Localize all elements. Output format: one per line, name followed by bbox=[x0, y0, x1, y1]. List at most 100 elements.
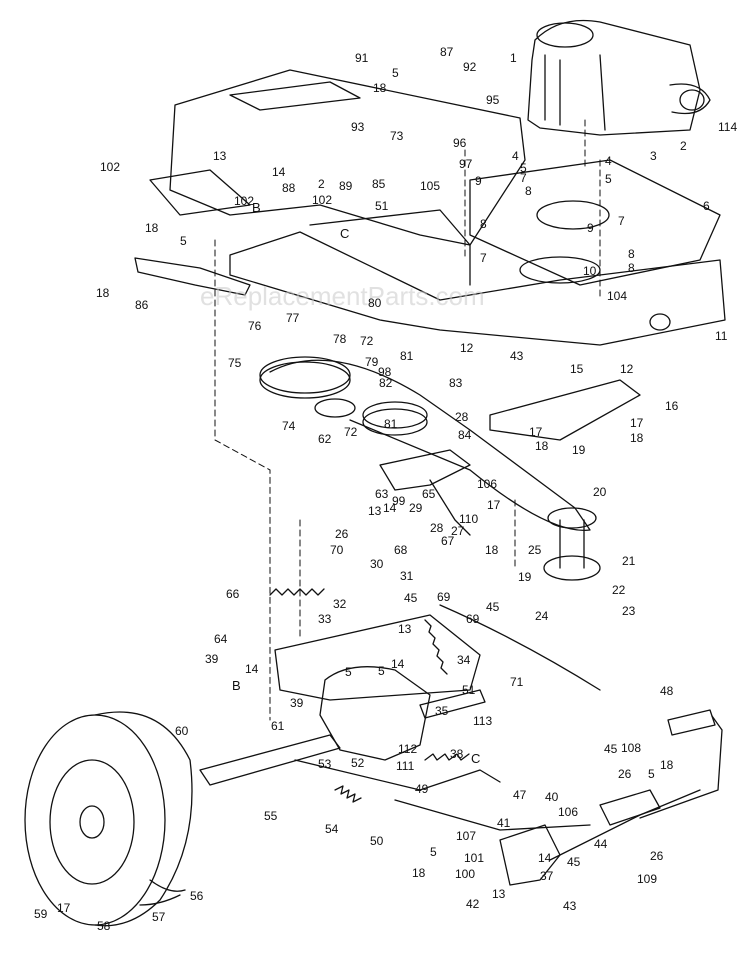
idler-bracket bbox=[379, 379, 641, 536]
part-number-label: 5 bbox=[392, 66, 399, 80]
part-number-label: 43 bbox=[563, 899, 577, 913]
part-number-label: 82 bbox=[379, 376, 393, 390]
part-number-label: 102 bbox=[100, 160, 120, 174]
part-number-label: 4 bbox=[605, 154, 612, 168]
part-number-label: 25 bbox=[528, 543, 542, 557]
part-number-label: 45 bbox=[567, 855, 581, 869]
part-number-label: 15 bbox=[570, 362, 584, 376]
part-number-label: 32 bbox=[333, 597, 347, 611]
part-number-label: 81 bbox=[400, 349, 414, 363]
part-number-label: 109 bbox=[637, 872, 657, 886]
engine bbox=[527, 19, 711, 136]
part-number-label: 18 bbox=[630, 431, 644, 445]
part-number-label: 19 bbox=[518, 570, 532, 584]
part-number-label: 14 bbox=[538, 851, 552, 865]
part-number-label: 54 bbox=[325, 822, 339, 836]
part-number-label: 26 bbox=[650, 849, 664, 863]
brake-bracket bbox=[499, 824, 561, 886]
part-number-label: 105 bbox=[420, 179, 440, 193]
part-number-label: 7 bbox=[618, 214, 625, 228]
springs bbox=[269, 588, 470, 803]
part-number-label: 68 bbox=[394, 543, 408, 557]
part-number-label: 13 bbox=[492, 887, 506, 901]
part-number-label: 17 bbox=[487, 498, 501, 512]
part-number-label: 8 bbox=[525, 184, 532, 198]
part-number-label: 18 bbox=[96, 286, 110, 300]
part-number-label: 78 bbox=[333, 332, 347, 346]
part-number-label: 9 bbox=[475, 174, 482, 188]
part-number-label: 13 bbox=[398, 622, 412, 636]
part-number-label: 7 bbox=[480, 251, 487, 265]
part-number-label: 62 bbox=[318, 432, 332, 446]
part-number-label: 31 bbox=[400, 569, 414, 583]
part-number-label: 79 bbox=[365, 355, 379, 369]
part-number-label: 97 bbox=[459, 157, 473, 171]
part-number-label: 83 bbox=[449, 376, 463, 390]
part-number-label: 12 bbox=[460, 341, 474, 355]
part-number-label: 33 bbox=[318, 612, 332, 626]
part-number-label: 85 bbox=[372, 177, 386, 191]
part-number-label: 101 bbox=[464, 851, 484, 865]
part-number-label: 100 bbox=[455, 867, 475, 881]
part-number-label: 102 bbox=[312, 193, 332, 207]
part-number-label: 99 bbox=[392, 494, 406, 508]
part-number-label: 98 bbox=[378, 365, 392, 379]
part-number-label: 102 bbox=[234, 194, 254, 208]
part-number-label: 8 bbox=[628, 261, 635, 275]
part-number-label: 111 bbox=[396, 759, 415, 773]
part-number-label: 18 bbox=[412, 866, 426, 880]
part-number-label: 61 bbox=[271, 719, 285, 733]
part-number-label: 5 bbox=[180, 234, 187, 248]
part-number-label: 107 bbox=[456, 829, 476, 843]
part-number-label: 28 bbox=[430, 521, 444, 535]
part-number-label: 14 bbox=[272, 165, 286, 179]
part-number-label: 28 bbox=[455, 410, 469, 424]
part-number-label: 26 bbox=[335, 527, 349, 541]
part-callout-labels: 1223445555555567778888991011121213131313… bbox=[34, 45, 737, 933]
part-number-label: 104 bbox=[607, 289, 627, 303]
part-number-label: 69 bbox=[466, 612, 480, 626]
part-number-label: 17 bbox=[529, 425, 543, 439]
part-number-label: 65 bbox=[422, 487, 436, 501]
part-number-label: 27 bbox=[451, 524, 465, 538]
watermark-text: eReplacementParts.com bbox=[200, 281, 485, 311]
part-number-label: 53 bbox=[318, 757, 332, 771]
part-number-label: 113 bbox=[473, 714, 492, 728]
part-number-label: 74 bbox=[282, 419, 296, 433]
part-number-label: 96 bbox=[453, 136, 467, 150]
part-number-label: 39 bbox=[205, 652, 219, 666]
part-number-label: 92 bbox=[463, 60, 477, 74]
part-number-label: 21 bbox=[622, 554, 636, 568]
part-number-label: 41 bbox=[497, 816, 511, 830]
part-number-label: 72 bbox=[360, 334, 374, 348]
part-number-label: 18 bbox=[373, 81, 387, 95]
part-number-label: 5 bbox=[345, 665, 352, 679]
part-number-label: 14 bbox=[391, 657, 405, 671]
part-number-label: 52 bbox=[351, 756, 365, 770]
main-frame bbox=[229, 209, 726, 346]
part-number-label: 5 bbox=[648, 767, 655, 781]
part-number-label: 13 bbox=[213, 149, 227, 163]
part-number-label: 5 bbox=[430, 845, 437, 859]
part-number-label: 63 bbox=[375, 487, 389, 501]
part-number-label: 66 bbox=[226, 587, 240, 601]
part-number-label: 29 bbox=[409, 501, 423, 515]
part-number-label: 45 bbox=[404, 591, 418, 605]
part-number-label: 69 bbox=[437, 590, 451, 604]
dashed-reference-lines bbox=[214, 119, 601, 721]
part-number-label: 6 bbox=[703, 199, 710, 213]
part-number-label: 51 bbox=[375, 199, 389, 213]
part-number-label: 77 bbox=[286, 311, 300, 325]
part-number-label: 26 bbox=[618, 767, 632, 781]
part-number-label: 39 bbox=[290, 696, 304, 710]
part-number-label: 57 bbox=[152, 910, 166, 924]
part-number-label: 91 bbox=[355, 51, 369, 65]
part-number-label: 93 bbox=[351, 120, 365, 134]
belt-guide bbox=[134, 257, 251, 296]
part-number-label: 72 bbox=[344, 425, 358, 439]
part-number-label: 34 bbox=[457, 653, 471, 667]
part-number-label: 30 bbox=[370, 557, 384, 571]
drive-belt bbox=[269, 359, 591, 531]
part-number-label: 5 bbox=[605, 172, 612, 186]
